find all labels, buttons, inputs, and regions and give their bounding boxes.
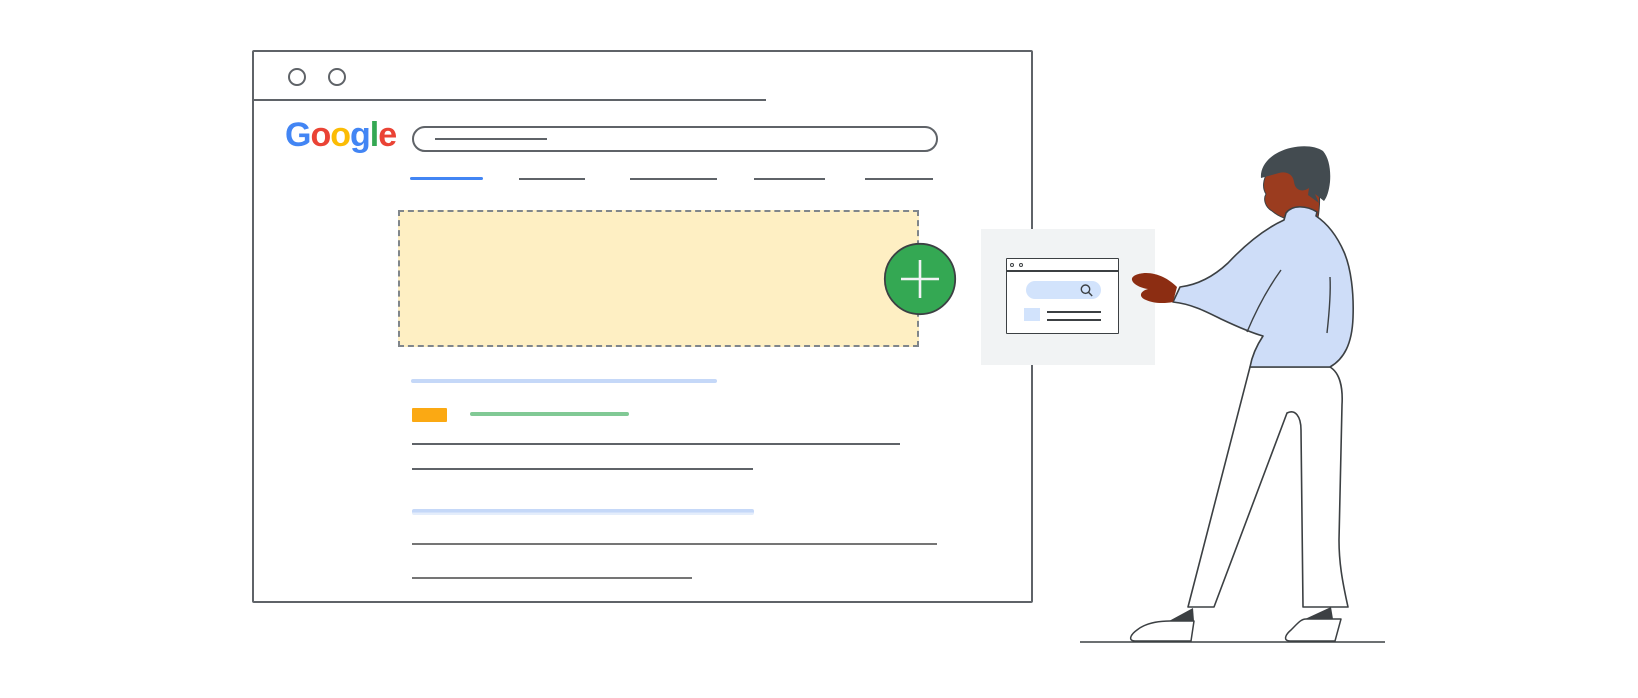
result-text-line <box>412 577 692 580</box>
tab-active-indicator[interactable] <box>410 177 483 180</box>
sweater-side-crease <box>1326 276 1331 334</box>
result-title-placeholder <box>411 379 717 383</box>
mini-text-line <box>1047 311 1101 313</box>
person-illustration <box>1080 146 1385 643</box>
person-sweater <box>1172 206 1354 368</box>
person-hand <box>1131 273 1177 304</box>
tab-placeholder[interactable] <box>865 178 933 180</box>
tab-placeholder[interactable] <box>519 178 585 180</box>
result-url-placeholder <box>470 412 629 416</box>
front-shoe-shadow <box>1169 608 1194 621</box>
search-preview-card <box>981 229 1155 365</box>
ad-badge <box>412 408 447 422</box>
logo-letter: g <box>350 116 371 154</box>
logo-letter: o <box>310 116 331 154</box>
person-back-shoe <box>1284 618 1342 642</box>
tab-placeholder[interactable] <box>630 178 717 180</box>
google-logo: Google <box>285 116 397 154</box>
logo-letter: G <box>285 116 311 154</box>
person-front-shoe <box>1129 620 1195 642</box>
logo-letter: o <box>330 116 351 154</box>
result-text-line <box>412 443 900 446</box>
mini-window-dot <box>1010 263 1014 267</box>
toolbar-divider <box>252 99 766 101</box>
result-text-line <box>412 543 937 546</box>
window-control-dot-1[interactable] <box>288 68 306 86</box>
magnifier-icon <box>1080 284 1093 297</box>
search-query-placeholder <box>435 138 547 140</box>
ad-slot-dropzone[interactable] <box>398 210 919 347</box>
result-title-placeholder-2 <box>412 509 754 515</box>
sweater-arm-crease <box>1246 269 1282 333</box>
mini-window-dot <box>1019 263 1023 267</box>
tab-placeholder[interactable] <box>754 178 825 180</box>
window-control-dot-2[interactable] <box>328 68 346 86</box>
mini-text-line <box>1047 319 1101 321</box>
logo-letter: l <box>369 116 380 154</box>
mini-thumbnail <box>1024 308 1040 321</box>
logo-letter: e <box>378 116 397 154</box>
person-pants <box>1187 366 1349 608</box>
add-ad-button[interactable] <box>883 242 957 316</box>
mini-search-pill <box>1026 281 1101 299</box>
person-hair <box>1260 146 1331 203</box>
result-text-line <box>412 468 753 471</box>
plus-icon <box>883 242 957 316</box>
mini-toolbar-divider <box>1006 270 1119 272</box>
back-shoe-shadow <box>1305 607 1333 619</box>
